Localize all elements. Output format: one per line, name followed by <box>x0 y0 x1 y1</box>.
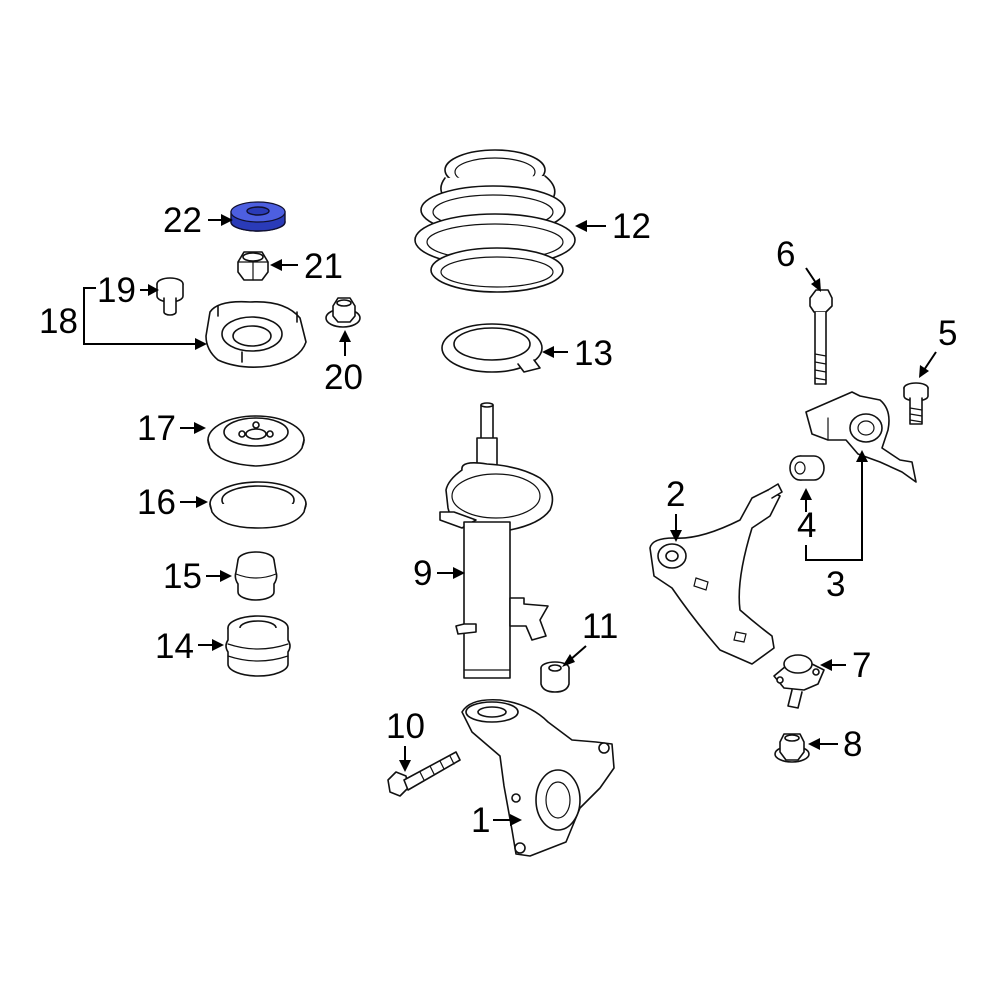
part-3-bushing-bracket[interactable] <box>805 391 917 483</box>
part-10-bolt[interactable] <box>387 751 461 797</box>
callout-21: 21 <box>270 247 343 286</box>
callout-15: 15 <box>163 557 232 596</box>
svg-text:22: 22 <box>163 201 202 240</box>
svg-text:4: 4 <box>797 506 816 545</box>
svg-text:7: 7 <box>852 646 871 685</box>
svg-text:5: 5 <box>938 314 957 353</box>
callout-16: 16 <box>137 483 208 522</box>
svg-text:17: 17 <box>137 409 176 448</box>
part-19-bolt[interactable] <box>156 277 184 316</box>
callout-4: 4 <box>797 488 816 545</box>
svg-text:19: 19 <box>97 271 136 310</box>
svg-text:2: 2 <box>666 475 685 514</box>
callout-1: 1 <box>471 801 522 840</box>
part-15-bump-stop[interactable] <box>234 551 278 601</box>
part-16-isolator[interactable] <box>209 481 307 529</box>
part-13-spring-insulator[interactable] <box>441 323 543 373</box>
callout-5: 5 <box>919 314 957 378</box>
callout-8: 8 <box>808 725 862 764</box>
svg-text:1: 1 <box>471 801 490 840</box>
svg-text:13: 13 <box>574 334 613 373</box>
callout-7: 7 <box>820 646 871 685</box>
svg-text:20: 20 <box>324 358 363 397</box>
svg-text:9: 9 <box>413 554 432 593</box>
part-7-ball-joint[interactable] <box>773 654 825 709</box>
part-20-flange-nut[interactable] <box>325 297 361 328</box>
svg-text:16: 16 <box>137 483 176 522</box>
svg-text:15: 15 <box>163 557 202 596</box>
svg-text:12: 12 <box>612 207 651 246</box>
part-11-flange-nut[interactable] <box>540 661 570 693</box>
part-4-bushing[interactable] <box>789 455 825 481</box>
part-5-bolt[interactable] <box>903 382 929 425</box>
part-22-bushing[interactable] <box>230 201 286 232</box>
callout-20: 20 <box>324 330 363 397</box>
svg-text:3: 3 <box>826 565 845 604</box>
callout-2: 2 <box>666 475 685 542</box>
part-18-strut-mount[interactable] <box>205 300 307 368</box>
svg-text:18: 18 <box>39 302 78 341</box>
part-21-nut[interactable] <box>237 251 269 281</box>
part-12-coil-spring[interactable] <box>414 149 576 293</box>
callout-12: 12 <box>575 207 651 246</box>
svg-text:11: 11 <box>582 607 618 646</box>
callout-9: 9 <box>413 554 465 593</box>
callout-13: 13 <box>542 334 613 373</box>
callout-17: 17 <box>137 409 206 448</box>
svg-text:14: 14 <box>155 627 194 666</box>
svg-text:6: 6 <box>776 235 795 274</box>
callout-3: 3 <box>805 450 868 604</box>
callout-10: 10 <box>386 707 425 772</box>
callout-18: 18 <box>39 287 207 350</box>
callout-14: 14 <box>155 627 224 666</box>
svg-text:10: 10 <box>386 707 425 746</box>
callout-6: 6 <box>776 235 821 292</box>
callout-11: 11 <box>562 607 618 667</box>
callout-19: 19 <box>97 271 159 310</box>
part-8-flange-nut[interactable] <box>774 733 810 763</box>
svg-text:21: 21 <box>304 247 343 286</box>
part-17-spring-seat[interactable] <box>207 415 305 467</box>
part-2-control-arm[interactable] <box>649 483 783 665</box>
callout-22: 22 <box>163 201 233 240</box>
part-9-strut-assembly[interactable] <box>439 402 554 679</box>
part-6-bolt[interactable] <box>809 289 833 385</box>
part-14-dust-boot[interactable] <box>225 615 291 677</box>
part-1-steering-knuckle[interactable] <box>461 698 615 857</box>
svg-text:8: 8 <box>843 725 862 764</box>
